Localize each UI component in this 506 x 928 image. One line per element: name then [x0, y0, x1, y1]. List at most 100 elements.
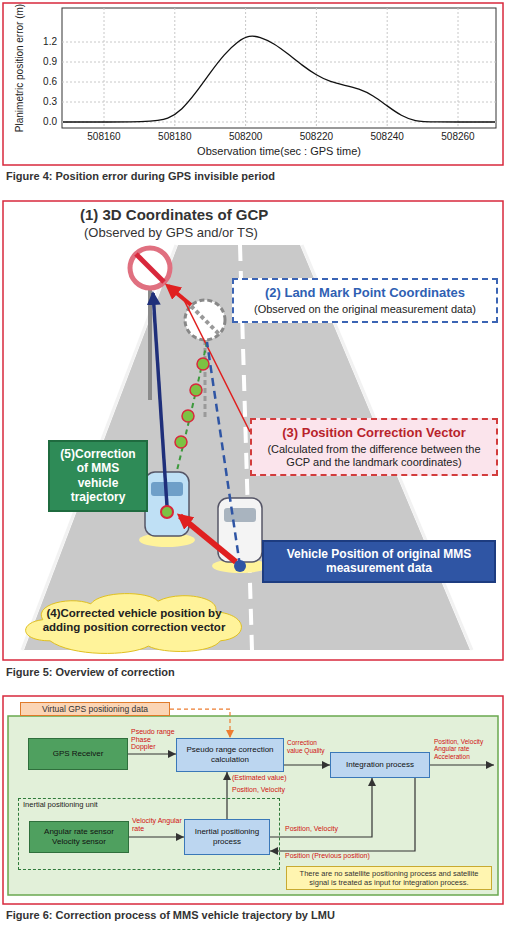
figure-frame: [3, 201, 503, 660]
tick-label: 508240: [371, 131, 404, 143]
signal-label: Correction value Quality: [287, 739, 329, 754]
correction-vector: [180, 516, 236, 562]
unit-group: Inertial positioning unitAngular rate se…: [18, 798, 280, 870]
connector: [129, 836, 184, 837]
tick-label: 508220: [300, 131, 333, 143]
connector: [170, 709, 230, 738]
input-box: Virtual GPS positioning data: [20, 702, 170, 716]
cloud-shape: [26, 594, 242, 654]
connector: [284, 764, 330, 765]
node-title: GPS Receiver: [53, 749, 104, 759]
signal-label: Position, Velocity Angular rate Accelera…: [434, 738, 496, 760]
original-position: [234, 560, 246, 572]
sign-pole: [148, 288, 152, 400]
sign-slash: [191, 306, 219, 334]
sign-slash: [136, 254, 164, 282]
offset-arrow: [168, 286, 191, 305]
tick-label: 508180: [158, 131, 191, 143]
node-title: Inertial positioning unit: [23, 800, 98, 809]
grid-line: [174, 8, 175, 128]
callout-box: (5)Correction of MMS vehicle trajectory: [48, 440, 148, 512]
connector: [270, 778, 415, 851]
tick-label: 1.2: [43, 36, 57, 48]
note-box: There are no satellite positioning proce…: [286, 866, 492, 890]
grid-line: [387, 8, 388, 128]
node-title: Virtual GPS positioning data: [42, 704, 148, 714]
signal-label: Position, Velocity: [285, 825, 365, 833]
grid-line: [458, 8, 459, 128]
landmark-sign: [185, 300, 225, 340]
process-box: Inertial positioning process: [184, 819, 270, 855]
node-title: (4)Corrected vehicle position by adding …: [38, 607, 230, 635]
node-body: (Calculated from the difference between …: [260, 443, 488, 469]
output-arrow: [430, 764, 494, 765]
figure-caption: Figure 6: Correction process of MMS vehi…: [6, 909, 335, 922]
car-window: [224, 508, 256, 522]
figure-frame: [3, 696, 503, 904]
node-title: (2) Land Mark Point Coordinates: [265, 285, 465, 301]
callout-box: (3) Position Correction Vector (Calculate…: [250, 418, 498, 476]
tick-label: 0.0: [43, 116, 57, 128]
figure-caption: Figure 5: Overview of correction: [6, 666, 175, 679]
process-box: Pseudo range correction calculation: [176, 738, 284, 772]
trajectory-point: [197, 358, 209, 370]
device-box: GPS Receiver: [28, 738, 128, 770]
tick-label: 0.9: [43, 56, 57, 68]
process-box: Integration process: [330, 752, 430, 778]
node-title: Integration process: [346, 760, 414, 770]
grid-line: [62, 82, 496, 83]
process-panel: [8, 716, 498, 895]
gcp-sign: [130, 248, 170, 288]
tick-label: 508260: [441, 131, 474, 143]
chart-group: [62, 8, 496, 128]
trajectory-point: [175, 436, 187, 448]
tick-label: 508160: [87, 131, 120, 143]
tick-label: 0.3: [43, 96, 57, 108]
original-sight-line: [207, 342, 240, 566]
corrected-sight-line: [153, 293, 167, 506]
grid-line: [104, 8, 105, 128]
grid-line: [316, 8, 317, 128]
node-title: (3) Position Correction Vector: [282, 425, 465, 441]
plot-frame: [62, 8, 496, 128]
figure-frame: [3, 3, 503, 165]
trajectory-point: [182, 410, 194, 422]
device-box: Angular rate sensor Velocity sensor: [29, 821, 129, 853]
figure-caption: Figure 4: Position error during GPS invi…: [6, 170, 275, 183]
tick-label: 508200: [229, 131, 262, 143]
connector: [128, 753, 176, 754]
callout-title: (1) 3D Coordinates of GCP: [80, 206, 268, 223]
callout-note: (Observed by GPS and/or TS): [84, 226, 258, 241]
signal-label: Position (Previous position): [285, 852, 415, 860]
tick-label: 0.6: [43, 76, 57, 88]
signal-label: (Estimated value): [232, 774, 286, 782]
connector: [226, 772, 227, 819]
car-shadow: [212, 559, 268, 573]
axis-title: Planimetric position error (m): [14, 4, 26, 132]
corrected-position: [161, 506, 173, 518]
callout-box: Vehicle Position of original MMS measure…: [262, 540, 496, 583]
grid-line: [62, 62, 496, 63]
node-body: (Observed on the original measurement da…: [254, 303, 476, 316]
grid-line: [62, 102, 496, 103]
signal-label: Velocity Angular rate: [132, 817, 182, 832]
node-title: Inertial positioning process: [189, 827, 265, 846]
signal-label: Pseudo range Phase Doppler: [131, 728, 175, 751]
node-title: Vehicle Position of original MMS measure…: [272, 547, 486, 576]
callout-box: (2) Land Mark Point Coordinates (Observed…: [232, 278, 498, 323]
connector: [270, 778, 372, 837]
grid-line: [245, 8, 246, 128]
road-edge: [22, 245, 176, 650]
axis-title: Observation time(sec : GPS time): [197, 145, 361, 158]
callout-cloud: (4)Corrected vehicle position by adding …: [14, 588, 254, 654]
error-curve: [63, 36, 495, 122]
node-title: (5)Correction of MMS vehicle trajectory: [55, 447, 141, 505]
node-title: Pseudo range correction calculation: [181, 745, 279, 764]
node-title: Angular rate sensor Velocity sensor: [34, 827, 124, 846]
signal-label: Position, Velocity: [232, 786, 312, 794]
grid-line: [62, 42, 496, 43]
trajectory-point: [190, 384, 202, 396]
node-title: There are no satellite positioning proce…: [292, 869, 486, 887]
connector-group: [128, 709, 415, 851]
